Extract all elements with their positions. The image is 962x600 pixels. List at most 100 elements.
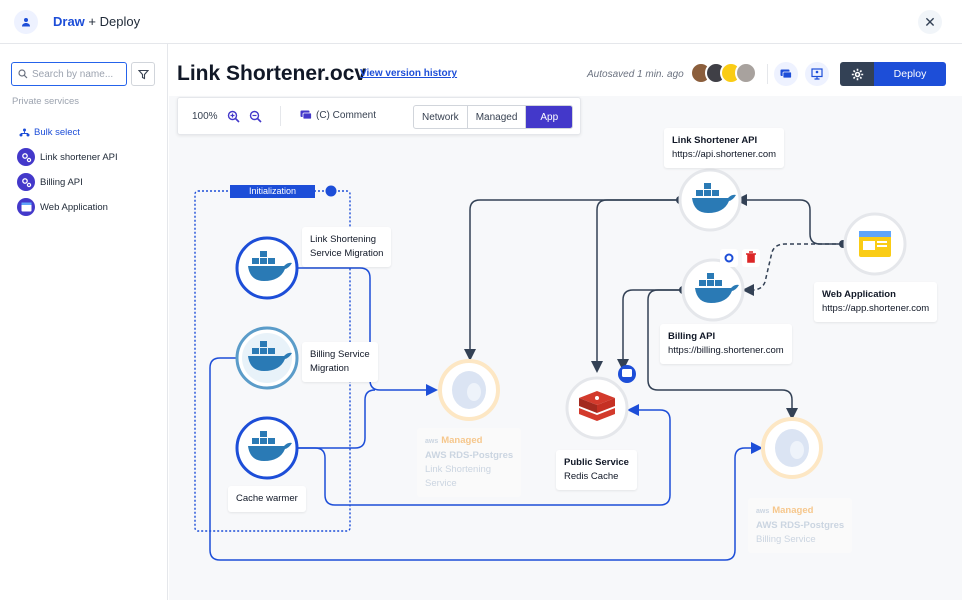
deploy-settings-button[interactable] — [840, 62, 874, 86]
close-icon[interactable]: ✕ — [918, 10, 942, 34]
chat-icon — [300, 110, 312, 120]
autosaved-status: Autosaved 1 min. ago — [587, 69, 684, 80]
node-billing-api[interactable] — [681, 258, 745, 322]
filter-button[interactable] — [131, 62, 155, 86]
bulk-select-icon — [19, 128, 30, 136]
node-rds-link[interactable] — [438, 359, 500, 421]
avatar[interactable] — [735, 62, 757, 84]
sidebar-item-label: Web Application — [40, 201, 108, 213]
sidebar-item-web-application[interactable]: Web Application — [17, 198, 108, 216]
label-title: Web Application — [822, 289, 896, 300]
edge-billing-migration-to-rds-billing — [209, 357, 763, 561]
view-version-history-link[interactable]: View version history — [360, 68, 458, 79]
label-line: Link Shortening — [425, 464, 492, 475]
label-line: Billing Service — [310, 349, 370, 360]
label-subtitle: Redis Cache — [564, 471, 619, 482]
edge-link-api-to-redis — [591, 199, 680, 373]
aws-logo: aws — [425, 438, 439, 445]
label-line: Service Migration — [310, 248, 384, 259]
label-billing-api: Billing API https://billing.shortener.co… — [660, 324, 792, 364]
label-cache-warmer: Cache warmer — [228, 486, 306, 512]
presentation-icon — [811, 68, 823, 80]
node-rds-billing[interactable] — [761, 417, 823, 479]
edge-link-api-to-rds-link — [464, 199, 680, 361]
label-link-migration: Link Shortening Service Migration — [302, 227, 392, 267]
app-title: Draw + Deploy — [53, 14, 140, 29]
zoom-out-icon[interactable] — [248, 109, 262, 123]
label-url: https://app.shortener.com — [822, 303, 930, 314]
label-web-app: Web Application https://app.shortener.co… — [814, 282, 938, 322]
label-line: Cache warmer — [236, 493, 298, 504]
sidebar-item-billing-api[interactable]: Billing API — [17, 173, 83, 191]
comment-label: (C) Comment — [316, 110, 377, 121]
section-label: Private services — [12, 96, 80, 107]
app-title-suffix: + Deploy — [88, 14, 141, 29]
view-toggle: Network Managed App — [413, 105, 574, 129]
edge-link-migration-to-rds — [298, 267, 438, 396]
node-cache-warmer[interactable] — [235, 416, 299, 480]
chat-icon — [622, 369, 632, 377]
label-title: Public Service — [564, 457, 629, 468]
gear-icon — [17, 148, 35, 166]
deploy-button[interactable]: Deploy — [874, 62, 946, 86]
edge-billing-to-redis — [617, 289, 683, 371]
gear-icon — [17, 173, 35, 191]
canvas-toolbar: 100% (C) Comment Network Managed App — [177, 97, 581, 135]
app-brand: Draw — [53, 14, 85, 29]
node-settings-button[interactable] — [720, 249, 738, 267]
comments-button[interactable] — [774, 62, 798, 86]
tab-network[interactable]: Network — [414, 106, 468, 128]
user-icon[interactable] — [14, 10, 38, 34]
label-url: https://api.shortener.com — [672, 149, 777, 160]
label-billing-migration: Billing Service Migration — [302, 342, 378, 382]
bulk-select-button[interactable]: Bulk select — [19, 127, 80, 138]
collaborator-avatars — [690, 62, 757, 84]
edge-billing-to-rds-billing — [647, 289, 798, 420]
gear-icon — [724, 253, 734, 263]
filter-icon — [137, 69, 149, 79]
edge-cache-warmer-to-redis — [298, 404, 671, 506]
gear-icon — [851, 68, 863, 80]
node-billing-migration[interactable] — [235, 326, 299, 390]
node-link-api[interactable] — [678, 168, 742, 232]
group-collapse-icon[interactable] — [325, 185, 337, 197]
label-line: Migration — [310, 363, 350, 374]
label-line: Link Shortening — [310, 234, 377, 245]
managed-tag: Managed — [441, 435, 483, 446]
initialization-group-label[interactable]: Initialization — [230, 185, 315, 198]
top-bar: Draw + Deploy ✕ — [0, 0, 962, 44]
deploy-group: Deploy — [840, 62, 946, 86]
label-line: Service — [425, 478, 457, 489]
tab-app[interactable]: App — [526, 106, 573, 128]
trash-icon — [746, 251, 756, 263]
comment-button[interactable]: (C) Comment — [300, 110, 376, 121]
search-box[interactable] — [11, 62, 127, 86]
label-title: Billing API — [668, 331, 716, 342]
page-title: Link Shortener.ocv — [177, 62, 367, 85]
tab-managed[interactable]: Managed — [468, 106, 527, 128]
label-title: Link Shortener API — [672, 135, 758, 146]
label-link-api: Link Shortener API https://api.shortener… — [664, 128, 785, 168]
node-link-migration[interactable] — [235, 236, 299, 300]
divider — [767, 64, 768, 84]
sidebar-item-label: Billing API — [40, 176, 83, 188]
managed-tag: Managed — [772, 505, 814, 516]
node-redis[interactable] — [565, 376, 629, 440]
bulk-select-label: Bulk select — [34, 127, 80, 138]
sidebar-item-label: Link shortener API — [40, 151, 118, 163]
chat-icon — [780, 69, 792, 78]
label-line: Billing Service — [756, 534, 816, 545]
sidebar-item-link-shortener-api[interactable]: Link shortener API — [17, 148, 118, 166]
edge-cache-warmer-to-rds-link — [298, 389, 376, 449]
label-public-service: Public Service Redis Cache — [556, 450, 637, 490]
sidebar: Private services Bulk select Link shorte… — [0, 44, 168, 600]
search-icon — [18, 69, 28, 79]
label-title: AWS RDS-Postgres — [756, 520, 845, 531]
node-web-app[interactable] — [843, 212, 907, 276]
label-title: AWS RDS-Postgres — [425, 450, 514, 461]
present-button[interactable] — [805, 62, 829, 86]
zoom-in-icon[interactable] — [226, 109, 240, 123]
search-input[interactable] — [32, 68, 122, 80]
